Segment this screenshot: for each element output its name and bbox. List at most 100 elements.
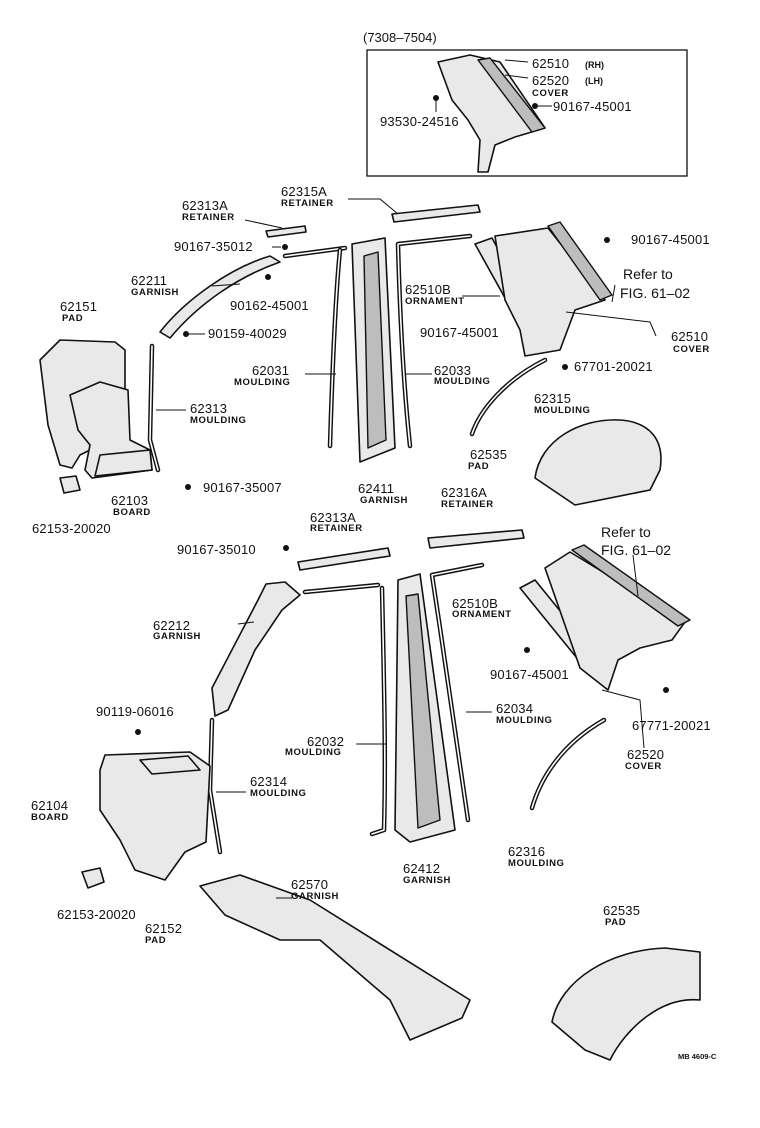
- label-moulding-d: MOULDING: [534, 405, 591, 416]
- label-62151: 62151: [60, 299, 98, 314]
- label-garnish-b: GARNISH: [360, 495, 409, 506]
- label-62152: 62152: [145, 921, 183, 936]
- label-62031: 62031: [252, 363, 290, 378]
- label-62034: 62034: [496, 701, 534, 716]
- fig-ref-a: FIG. 61–02: [620, 285, 691, 301]
- label-62510: 62510: [671, 329, 709, 344]
- garnish-62211: [159, 255, 281, 339]
- label-62520-hdr: 62520: [532, 73, 570, 88]
- label-62510B-a: 62510B: [405, 282, 452, 297]
- label-pad-c: PAD: [145, 935, 167, 946]
- label-62315: 62315: [534, 391, 572, 406]
- suffix-rh: (RH): [585, 60, 604, 70]
- label-board-a: BOARD: [113, 507, 151, 518]
- pad-62535-b: [551, 947, 701, 1061]
- label-90167-35010: 90167-35010: [177, 542, 256, 557]
- label-garnish-c: GARNISH: [153, 631, 202, 642]
- label-90167-45001-a: 90167-45001: [420, 325, 499, 340]
- board-62104-step: [139, 755, 201, 775]
- label-90119: 90119-06016: [96, 704, 174, 719]
- label-62535-a: 62535: [470, 447, 508, 462]
- label-62104: 62104: [31, 798, 69, 813]
- label-90159-40029: 90159-40029: [208, 326, 287, 341]
- label-62510-hdr: 62510: [532, 56, 570, 71]
- label-90167-45001-hdr: 90167-45001: [553, 99, 632, 114]
- clip-90159-40029: [183, 331, 189, 337]
- label-62316: 62316: [508, 844, 546, 859]
- label-62535-b: 62535: [603, 903, 641, 918]
- label-garnish-a: GARNISH: [131, 287, 180, 298]
- label-pad-a: PAD: [62, 313, 84, 324]
- label-moulding-a: MOULDING: [190, 415, 247, 426]
- cover-strip-inset: [477, 57, 546, 133]
- retainer-62316A: [427, 529, 525, 549]
- label-pad-d: PAD: [605, 917, 627, 928]
- clip-90167-45001-c: [524, 647, 530, 653]
- clip-90119: [135, 729, 141, 735]
- pad-62153-b: [81, 867, 105, 889]
- label-cover-a: COVER: [673, 344, 710, 355]
- board-62104: [99, 751, 211, 881]
- label-62314: 62314: [250, 774, 288, 789]
- garnish-62412-channel: [405, 593, 441, 829]
- drawing-code: MB 4609-C: [678, 1052, 717, 1061]
- moulding-62316: [529, 717, 607, 811]
- label-ornament-a: ORNAMENT: [405, 296, 465, 307]
- label-62032: 62032: [307, 734, 345, 749]
- clip-67701: [562, 364, 568, 370]
- clip-67771: [663, 687, 669, 693]
- cover-62520-rail: [571, 544, 691, 627]
- moulding-62033: [395, 233, 473, 449]
- garnish-62570: [199, 874, 471, 1041]
- label-90167-35012: 90167-35012: [174, 239, 253, 254]
- pad-62153-a: [59, 475, 81, 494]
- label-67701: 67701-20021: [574, 359, 653, 374]
- retainer-62313A: [265, 225, 307, 238]
- label-90167-45001-c: 90167-45001: [490, 667, 569, 682]
- fig-ref-b: FIG. 61–02: [601, 542, 672, 558]
- refer-to-a: Refer to: [623, 266, 673, 282]
- label-62411: 62411: [358, 481, 395, 496]
- label-90162-45001: 90162-45001: [230, 298, 309, 313]
- label-moulding-h: MOULDING: [508, 858, 565, 869]
- inset-frame: [366, 49, 688, 177]
- board-62103-face: [94, 449, 153, 477]
- label-62212: 62212: [153, 618, 191, 633]
- clip-90167-35007: [185, 484, 191, 490]
- garnish-62212: [211, 581, 301, 717]
- label-62103: 62103: [111, 493, 149, 508]
- cover-62510: [494, 227, 606, 357]
- clip-90167-35010: [283, 545, 289, 551]
- clip-93530: [433, 95, 439, 101]
- label-cover-hdr: COVER: [532, 88, 569, 99]
- label-62211: 62211: [131, 273, 168, 288]
- clip-90167-45001-hdr: [532, 103, 538, 109]
- cover-62510-inset: [437, 54, 546, 173]
- label-90167-45001-b: 90167-45001: [631, 232, 710, 247]
- retainer-62315A: [391, 204, 481, 223]
- label-retainer-b: RETAINER: [182, 212, 235, 223]
- label-ornament-b: ORNAMENT: [452, 609, 512, 620]
- label-retainer-d: RETAINER: [441, 499, 494, 510]
- label-62316A: 62316A: [441, 485, 488, 500]
- label-pad-b: PAD: [468, 461, 490, 472]
- label-cover-b: COVER: [625, 761, 662, 772]
- label-62510B-b: 62510B: [452, 596, 499, 611]
- label-garnish-e: GARNISH: [291, 891, 340, 902]
- label-62313A-b: 62313A: [310, 510, 357, 525]
- date-range: (7308–7504): [363, 30, 437, 45]
- label-retainer-c: RETAINER: [310, 523, 363, 534]
- clip-90167-45001-b: [604, 237, 610, 243]
- label-moulding-c: MOULDING: [434, 376, 491, 387]
- suffix-lh: (LH): [585, 76, 603, 86]
- label-moulding-b: MOULDING: [234, 377, 291, 388]
- label-62313A: 62313A: [182, 198, 229, 213]
- pad-62535-a: [534, 419, 662, 506]
- label-garnish-d: GARNISH: [403, 875, 452, 886]
- label-moulding-g: MOULDING: [250, 788, 307, 799]
- label-90167-35007: 90167-35007: [203, 480, 282, 495]
- cover-62510-rail: [547, 221, 613, 301]
- label-93530: 93530-24516: [380, 114, 459, 129]
- label-62313: 62313: [190, 401, 228, 416]
